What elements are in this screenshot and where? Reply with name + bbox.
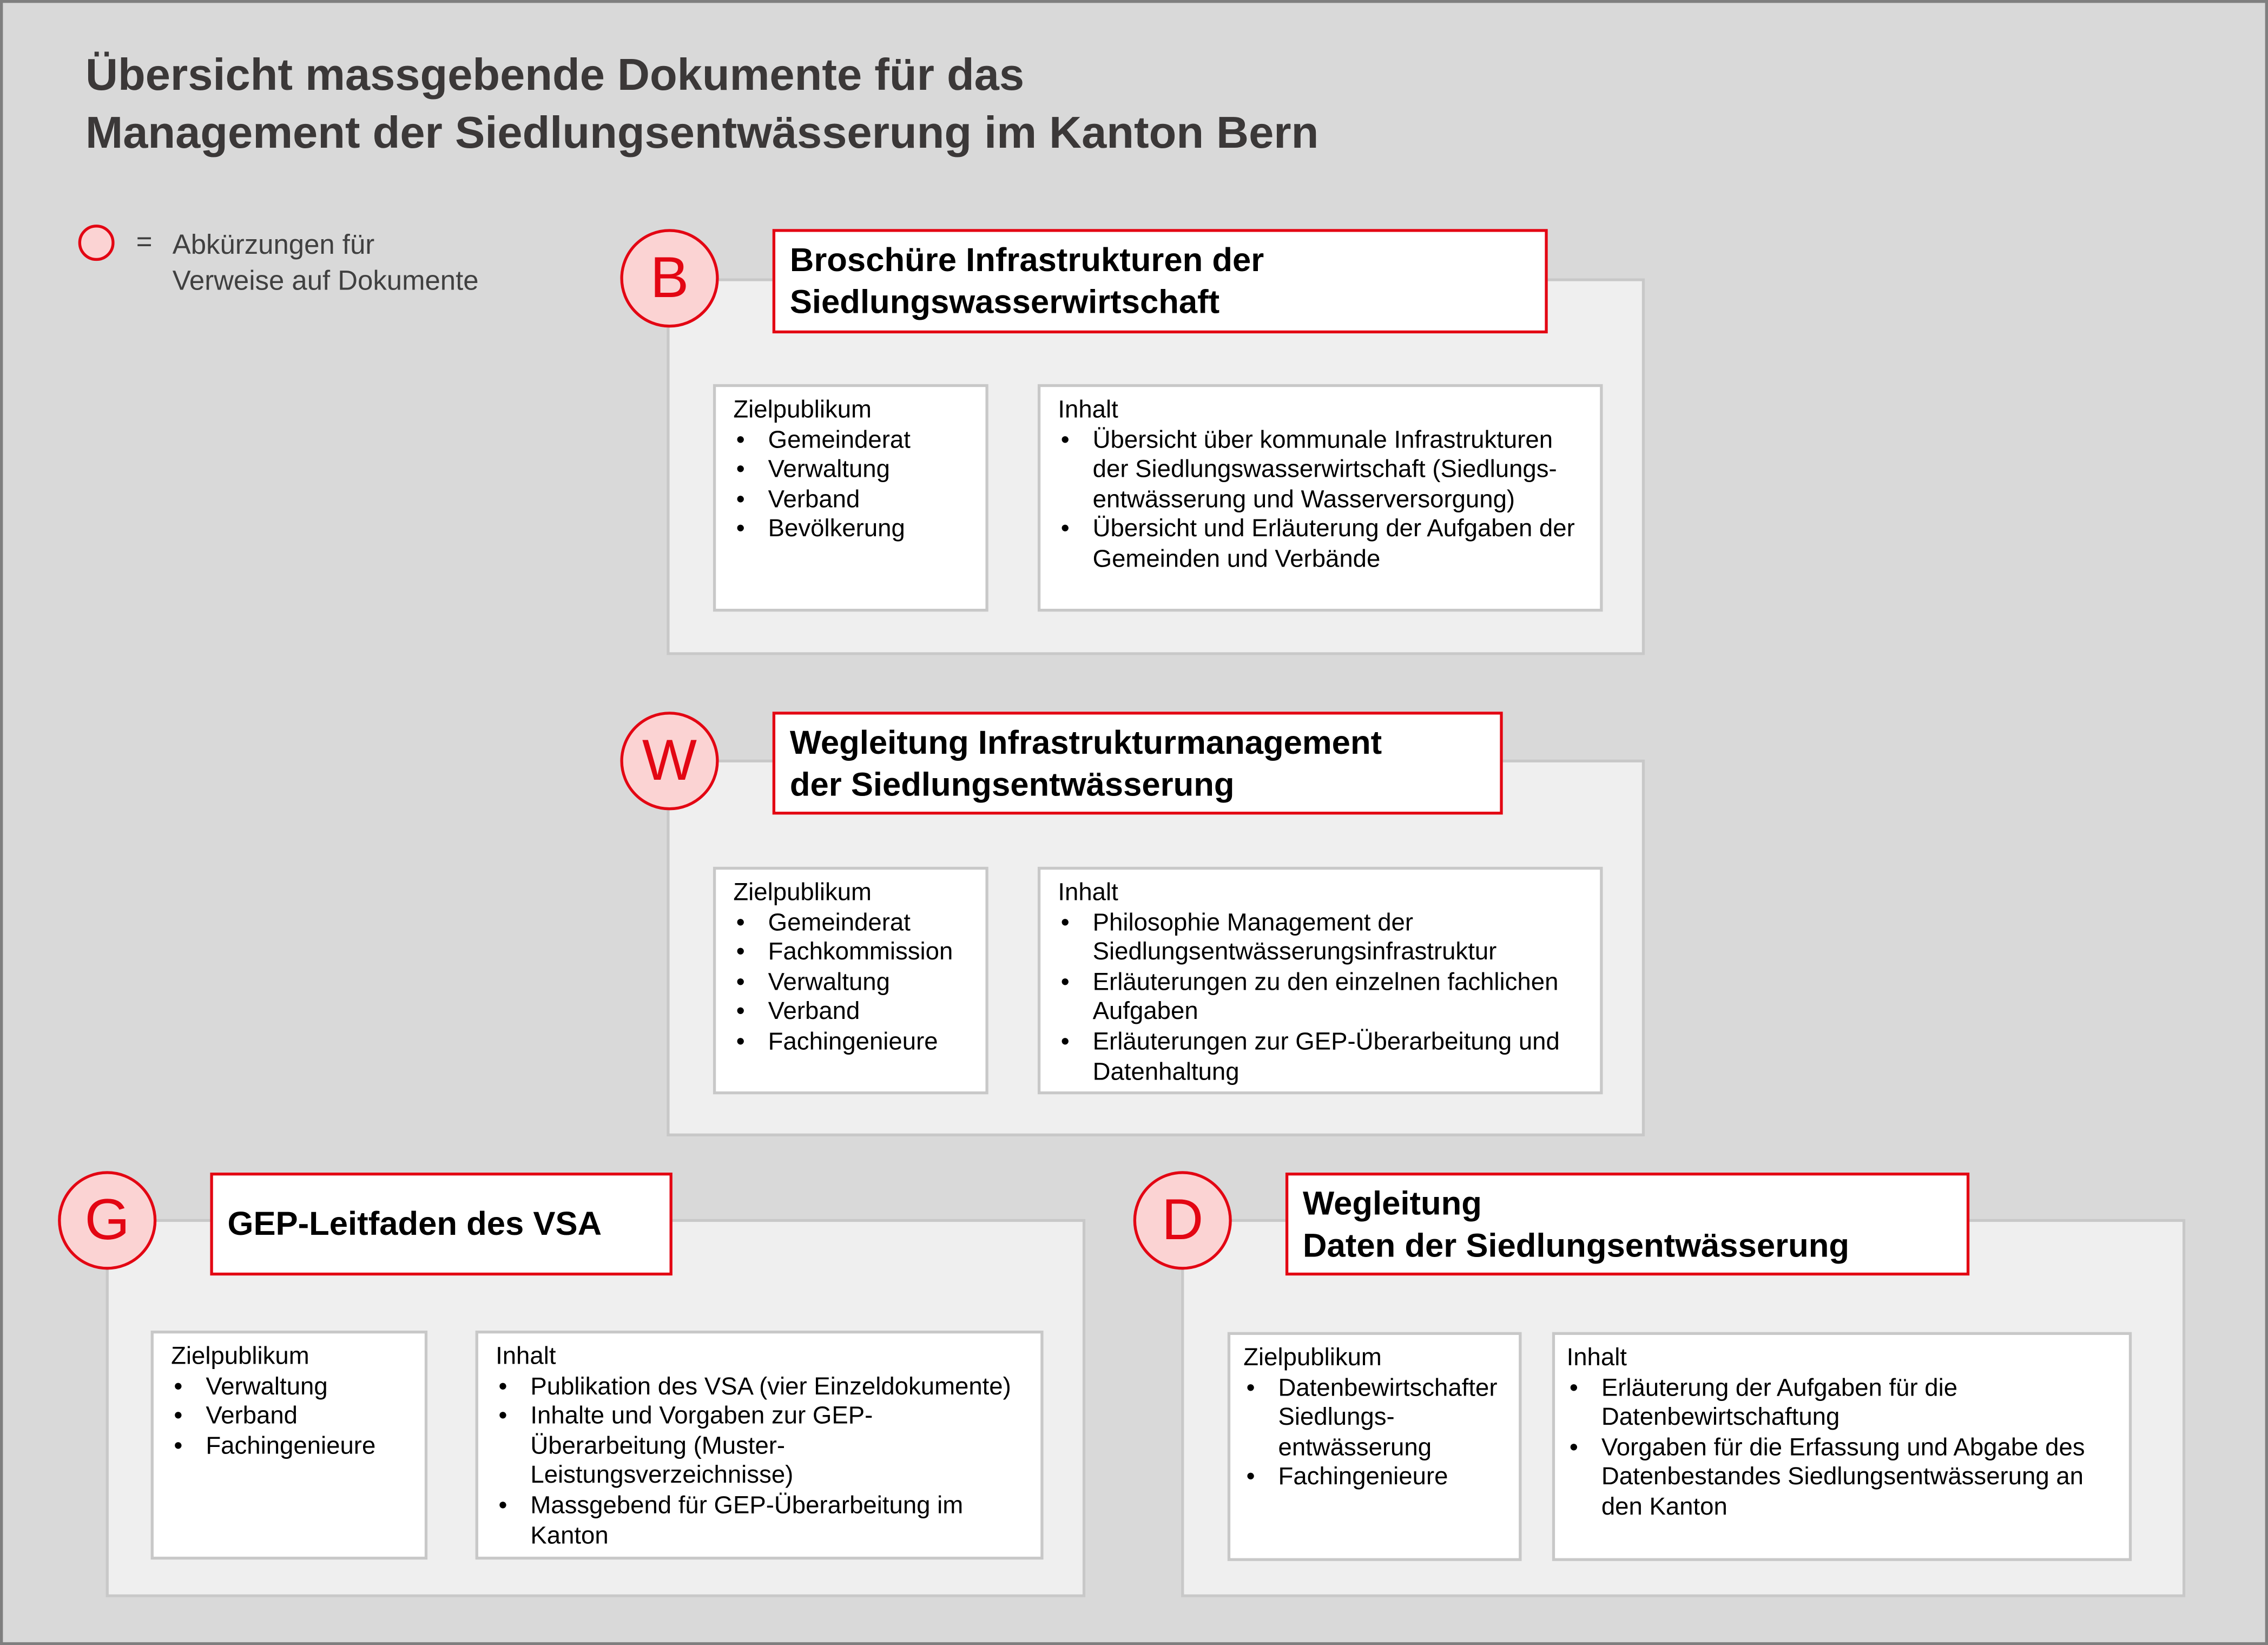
document-title-line: Wegleitung Infrastrukturmanagement [789,722,1382,760]
audience-list: Verwaltung Verband Fachingenieure [171,1372,410,1462]
content-label: Inhalt [496,1342,556,1370]
title-line-2: Management der Siedlungsentwässerung im … [85,107,1319,158]
document-title-line: GEP-Leitfaden des VSA [227,1204,602,1242]
document-title-g: GEP-Leitfaden des VSA [210,1172,673,1276]
list-item: Fachingenieure [1243,1463,1504,1493]
page-title: Übersicht massgebende Dokumente für das … [85,47,1318,162]
legend-line-2: Verweise auf Dokumente [172,266,479,298]
content-list: Publikation des VSA (vier Einzeldokument… [496,1372,1026,1551]
content-label: Inhalt [1058,396,1118,424]
content-box-b: Inhalt Übersicht über kommunale Infrastr… [1037,384,1603,612]
list-item: Massgebend für GEP-Überarbeitung im Kant… [496,1491,1026,1551]
title-line-1: Übersicht massgebende Dokumente für das [85,49,1025,100]
content-box-d: Inhalt Erläuterung der Aufgaben für die … [1552,1332,2132,1561]
document-title-d: Wegleitung Daten der Siedlungsentwässeru… [1285,1172,1970,1276]
legend-line-1: Abkürzungen für [172,230,375,261]
content-list: Erläuterung der Aufgaben für die Datenbe… [1567,1373,2115,1523]
legend-circle-icon [78,225,115,261]
abbreviation-circle-b: B [620,229,719,328]
document-title-line: Siedlungswasserwirtschaft [789,282,1220,320]
list-item: Erläuterung der Aufgaben für die Datenbe… [1567,1373,2115,1433]
audience-list: Gemeinderat Verwaltung Verband Bevölkeru… [733,425,971,545]
audience-list: Gemeinderat Fachkommission Verwaltung Ve… [733,908,971,1057]
content-label: Inhalt [1058,878,1118,906]
list-item: Übersicht und Erläuterung der Aufgaben d… [1058,515,1585,575]
content-box-w: Inhalt Philosophie Management der Siedlu… [1037,866,1603,1095]
content-list: Übersicht über kommunale Infrastrukturen… [1058,425,1585,575]
list-item: Gemeinderat [733,425,971,455]
audience-list: Datenbewirtschafter Siedlungs-entwässeru… [1243,1373,1504,1493]
audience-label: Zielpublikum [1243,1344,1382,1371]
list-item: Verband [171,1402,410,1432]
list-item: Fachingenieure [171,1432,410,1462]
document-title-b: Broschüre Infrastrukturen der Siedlungsw… [772,229,1548,334]
list-item: Inhalte und Vorgaben zur GEP-Überarbeitu… [496,1402,1026,1491]
content-list: Philosophie Management der Siedlungsentw… [1058,908,1585,1087]
list-item: Bevölkerung [733,515,971,545]
document-title-line: Wegleitung [1303,1183,1482,1221]
audience-box-d: Zielpublikum Datenbewirtschafter Siedlun… [1227,1332,1522,1561]
list-item: Übersicht über kommunale Infrastrukturen… [1058,425,1585,515]
audience-box-b: Zielpublikum Gemeinderat Verwaltung Verb… [713,384,988,612]
list-item: Verwaltung [733,456,971,485]
audience-box-w: Zielpublikum Gemeinderat Fachkommission … [713,866,988,1095]
list-item: Datenbewirtschafter Siedlungs-entwässeru… [1243,1373,1498,1463]
audience-label: Zielpublikum [733,878,872,906]
list-item: Philosophie Management der Siedlungsentw… [1058,908,1585,968]
list-item: Erläuterungen zu den einzelnen fachliche… [1058,968,1585,1028]
document-title-line: Daten der Siedlungsentwässerung [1303,1225,1849,1264]
list-item: Gemeinderat [733,908,971,938]
list-item: Verband [733,485,971,515]
list-item: Verwaltung [171,1372,410,1402]
abbreviation-circle-w: W [620,712,719,811]
legend-text: Abkürzungen für Verweise auf Dokumente [173,228,479,300]
document-title-line: Broschüre Infrastrukturen der [789,240,1264,279]
document-title-w: Wegleitung Infrastrukturmanagement der S… [772,712,1503,815]
list-item: Fachkommission [733,938,971,968]
legend-equals: = [136,227,153,258]
audience-label: Zielpublikum [733,396,872,424]
list-item: Publikation des VSA (vier Einzeldokument… [496,1372,1026,1402]
content-label: Inhalt [1566,1344,1627,1371]
content-box-g: Inhalt Publikation des VSA (vier Einzeld… [475,1330,1044,1560]
abbreviation-circle-g: G [58,1171,157,1270]
abbreviation-circle-d: D [1133,1171,1232,1270]
list-item: Verband [733,998,971,1028]
list-item: Fachingenieure [733,1028,971,1057]
document-title-line: der Siedlungsentwässerung [789,764,1235,802]
audience-label: Zielpublikum [171,1342,309,1370]
audience-box-g: Zielpublikum Verwaltung Verband Fachinge… [150,1330,428,1560]
list-item: Vorgaben für die Erfassung und Abgabe de… [1567,1433,2115,1523]
list-item: Verwaltung [733,968,971,998]
list-item: Erläuterungen zur GEP-Überarbeitung und … [1058,1028,1585,1087]
